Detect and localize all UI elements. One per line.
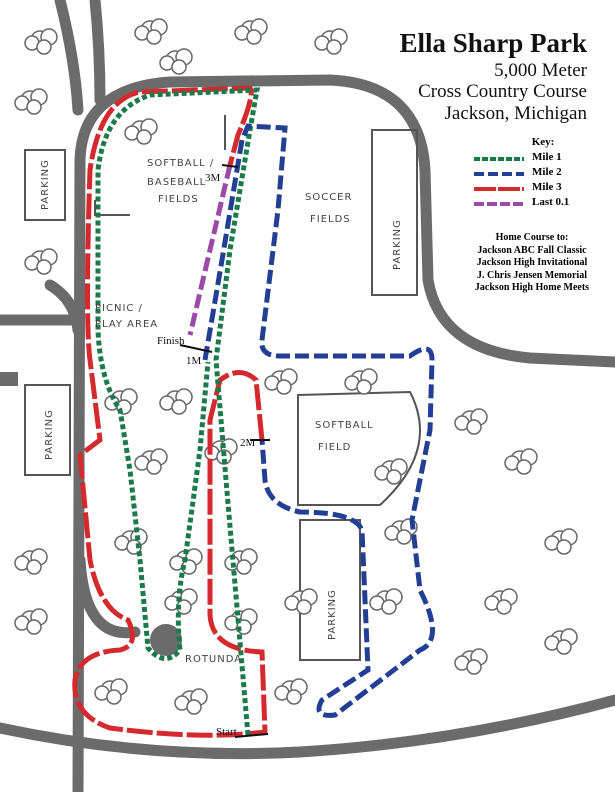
- home-course-list: Home Course to: Jackson ABC Fall Classic…: [462, 232, 602, 295]
- tree-icon: [136, 129, 152, 145]
- key-label: Last 0.1: [532, 196, 570, 208]
- event-item: Jackson High Invitational: [476, 257, 588, 268]
- softball-field-outline: [297, 390, 421, 506]
- main-road: [72, 74, 615, 792]
- key-item-mile-2: Mile 2: [468, 166, 598, 181]
- finish-line: [179, 344, 213, 353]
- parking-lot-left: [24, 149, 66, 221]
- bottom-road: [0, 694, 615, 760]
- event-item: Jackson ABC Fall Classic: [477, 244, 587, 256]
- tree-icon: [326, 39, 342, 55]
- picnic-area-label: PICNIC /: [95, 303, 143, 314]
- tree-icon: [516, 459, 532, 475]
- map-title: Ella Sharp Park: [399, 28, 587, 58]
- home-course-heading: Home Course to:: [495, 232, 569, 243]
- key-label: Mile 2: [532, 166, 562, 178]
- event-item: J. Chris Jensen Memorial: [477, 269, 587, 281]
- key-heading: Key:: [531, 136, 555, 148]
- tree-icon: [286, 689, 302, 705]
- tree-icon: [171, 59, 187, 75]
- key-label: Mile 3: [532, 181, 562, 193]
- rotunda-circle: [150, 624, 182, 656]
- tree-icon: [146, 29, 162, 45]
- key-item-last-0-1: Last 0.1: [468, 196, 598, 211]
- softball-field-label: SOFTBALL: [315, 420, 374, 431]
- subtitle-course: Cross Country Course: [418, 81, 587, 102]
- mile-2-swatch: [474, 172, 524, 176]
- map-key: Key: Mile 1 Mile 2 Mile 3 Last 0.1: [468, 136, 598, 211]
- trees: [14, 18, 578, 715]
- rotunda-label: ROTUNDA: [185, 654, 242, 665]
- tree-icon: [276, 379, 292, 395]
- soccer-fields-label-2: FIELDS: [310, 214, 351, 225]
- tree-icon: [381, 599, 397, 615]
- tree-icon: [246, 29, 262, 45]
- tree-icon: [466, 659, 482, 675]
- parking-label-2: PARKING: [44, 409, 55, 460]
- softball-baseball-label: SOFTBALL /: [147, 158, 214, 169]
- event-item: Jackson High Home Meets: [474, 282, 590, 293]
- key-label: Mile 1: [532, 151, 562, 163]
- tree-icon: [186, 699, 202, 715]
- tree-icon: [556, 639, 572, 655]
- parking-label-4: PARKING: [327, 589, 338, 640]
- subtitle-distance: 5,000 Meter: [494, 60, 587, 81]
- softball-baseball-label-2: BASEBALL: [147, 177, 206, 188]
- tree-icon: [26, 619, 42, 635]
- mile-3-marker: [221, 164, 239, 168]
- parking-lot-left-lower: [24, 384, 71, 476]
- tree-icon: [146, 459, 162, 475]
- parking-label-3: PARKING: [392, 219, 403, 270]
- mile-3-swatch: [474, 187, 524, 191]
- tree-icon: [236, 559, 252, 575]
- soccer-fields-label: SOCCER: [305, 192, 352, 203]
- map-location: Jackson, Michigan: [444, 103, 587, 124]
- route-last-0-1: [187, 164, 233, 336]
- top-road-2: [89, 0, 106, 106]
- tree-icon: [496, 599, 512, 615]
- tree-icon: [36, 39, 52, 55]
- map-subtitle: 5,000 Meter Cross Country Course: [418, 60, 587, 102]
- key-item-mile-3: Mile 3: [468, 181, 598, 196]
- route-mile-1: [95, 87, 261, 736]
- tree-icon: [396, 529, 412, 545]
- tree-icon: [296, 599, 312, 615]
- tree-icon: [356, 379, 372, 395]
- tree-icon: [36, 259, 52, 275]
- mile-1-swatch: [474, 157, 524, 161]
- tree-icon: [26, 559, 42, 575]
- mile-1-label: 1M: [186, 355, 202, 367]
- start-label: Start: [216, 726, 237, 738]
- building: [0, 372, 18, 386]
- route-mile-2: [202, 123, 435, 718]
- route-mile-3: [72, 85, 268, 738]
- tree-icon: [106, 689, 122, 705]
- softball-baseball-label-3: FIELDS: [158, 194, 199, 205]
- tree-icon: [386, 469, 402, 485]
- park-road-curve: [44, 279, 84, 336]
- mile-2-label: 2M: [240, 437, 256, 449]
- softball-field-label-2: FIELD: [318, 442, 351, 453]
- picnic-area-label-2: PLAY AREA: [95, 319, 158, 330]
- baseball-field-lines: [94, 115, 226, 216]
- tree-icon: [26, 99, 42, 115]
- tree-icon: [556, 539, 572, 555]
- parking-lot-right: [371, 129, 418, 296]
- top-left-road: [54, 0, 84, 116]
- key-item-mile-1: Mile 1: [468, 151, 598, 166]
- parking-lot-center: [299, 519, 361, 661]
- finish-label: Finish: [157, 335, 185, 347]
- parking-label-1: PARKING: [40, 159, 51, 210]
- start-line: [234, 733, 269, 738]
- tree-icon: [466, 419, 482, 435]
- rotunda-loop: [74, 554, 141, 639]
- last-0-1-swatch: [474, 202, 524, 206]
- course-routes: [72, 85, 435, 738]
- mile-3-label: 3M: [205, 172, 221, 184]
- tree-icon: [171, 399, 187, 415]
